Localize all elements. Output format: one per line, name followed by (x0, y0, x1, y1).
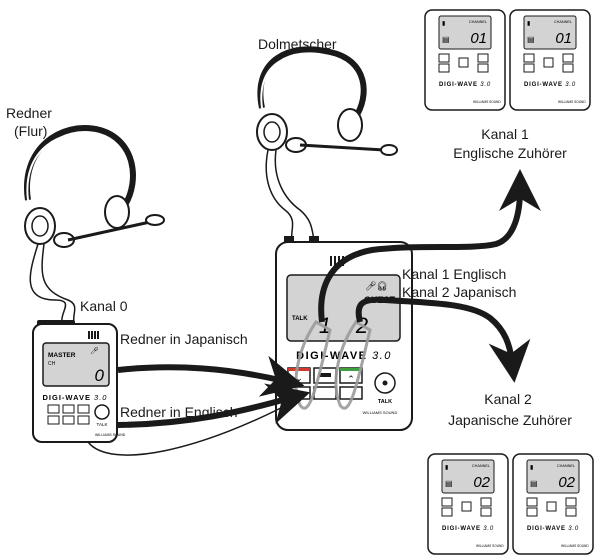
speaker-subtitle: (Flur) (14, 123, 48, 139)
receiver-maker: WILLIAMS SOUND (473, 100, 501, 104)
svg-text:⌃: ⌃ (347, 374, 355, 384)
receiver-channel-value: 01 (555, 30, 572, 47)
receiver-down-button[interactable] (438, 63, 450, 73)
interpreter-talk-indicator: TALK (292, 316, 308, 322)
receiver-vol-up-button[interactable] (565, 497, 577, 507)
receiver-lcd (523, 15, 577, 50)
interpreter-btn-minus[interactable] (313, 386, 337, 400)
receiver-channel-value: 01 (470, 30, 487, 47)
receiver-channel-label: CHANNEL (554, 20, 572, 24)
interpreter-transceiver: 🎤︎🎧︎ GUEST TALK 1 2 DIGI-WAVE 3.0 ⌄ ⌃ TA… (275, 236, 413, 431)
master-brand: DIGI-WAVE 3.0 (43, 393, 108, 402)
receiver-vol-down-button[interactable] (562, 63, 574, 73)
channel1-title: Kanal 1 (481, 126, 529, 142)
speaker-headset (23, 125, 165, 323)
interpreter-brand: DIGI-WAVE 3.0 (296, 350, 392, 362)
master-talk-label: TALK (97, 422, 108, 427)
interpreter-headset (256, 46, 398, 241)
channel0-label: Kanal 0 (80, 298, 128, 314)
mic-icon: 🎤︎ (90, 347, 99, 355)
arrow-channel1-out (318, 169, 541, 323)
receiver-up-button[interactable] (523, 53, 535, 63)
receiver-channel-label: CHANNEL (557, 464, 575, 468)
master-ch-label: CH (48, 361, 56, 367)
receiver-channel-label: CHANNEL (472, 464, 490, 468)
receiver-vol-up-button[interactable] (562, 53, 574, 63)
receiver-channel-value: 02 (558, 474, 575, 491)
receiver-lcd (441, 459, 495, 494)
mic-headphone-icons: 🎤︎🎧︎ (365, 281, 388, 291)
receiver-power-button[interactable] (546, 501, 557, 512)
receiver-up-button[interactable] (526, 497, 538, 507)
interpreter-title: Dolmetscher (258, 36, 337, 52)
receiver-vol-down-button[interactable] (480, 507, 492, 517)
receiver-vol-down-button[interactable] (565, 507, 577, 517)
receiver-vol-up-button[interactable] (480, 497, 492, 507)
master-btn-power[interactable] (47, 415, 60, 425)
receiver-maker: WILLIAMS SOUND (476, 544, 504, 548)
interpreter-talk-label: TALK (378, 399, 392, 405)
receiver-brand: DIGI-WAVE 3.0 (527, 526, 579, 532)
master-channel-digit: 0 (95, 366, 105, 385)
receiver-vol-up-button[interactable] (477, 53, 489, 63)
master-transceiver: MASTER CH 🎤︎ 0 DIGI-WAVE 3.0 TALK WILLIA… (32, 320, 126, 443)
speaker-english-label: Redner in Englisch (120, 404, 238, 420)
receiver-vol-down-button[interactable] (477, 63, 489, 73)
receiver-channel-label: CHANNEL (469, 20, 487, 24)
interpreter-maker: WILLIAMS SOUND (363, 410, 398, 415)
receiver-channel-value: 02 (473, 474, 490, 491)
receiver-power-button[interactable] (543, 57, 554, 68)
battery-icon: ▤ (530, 479, 538, 488)
channel2-title: Kanal 2 (484, 391, 532, 407)
receiver-maker: WILLIAMS SOUND (558, 100, 586, 104)
receiver-lcd (526, 459, 580, 494)
master-btn-mid[interactable] (62, 404, 75, 414)
master-maker: WILLIAMS SOUND (95, 433, 126, 437)
master-cable (87, 397, 301, 456)
signal-bars-icon: ▮ (530, 465, 533, 471)
arrow-speaker-japanese (117, 355, 305, 397)
channel1-subtitle: Englische Zuhörer (453, 145, 567, 161)
battery-icon: ▤ (442, 35, 450, 44)
master-talk-button[interactable] (94, 404, 110, 420)
receiver-brand: DIGI-WAVE 3.0 (442, 526, 494, 532)
master-btn-up[interactable] (77, 404, 90, 414)
arrow-speaker-english (117, 383, 311, 428)
receiver-maker: WILLIAMS SOUND (561, 544, 589, 548)
signal-bars-icon: ▮ (442, 21, 445, 27)
receiver-power-button[interactable] (458, 57, 469, 68)
receiver-up-button[interactable] (441, 497, 453, 507)
channel1-english-label: Kanal 1 Englisch (402, 266, 507, 282)
master-btn-minus[interactable] (62, 415, 75, 425)
signal-bars-icon: ▮ (445, 465, 448, 471)
channel-b-highlight (334, 320, 372, 410)
master-btn-left[interactable] (47, 404, 60, 414)
receiver-down-button[interactable] (441, 507, 453, 517)
master-btn-plus[interactable] (77, 415, 90, 425)
receiver-lcd (438, 15, 492, 50)
channel2-subtitle: Japanische Zuhörer (448, 412, 572, 428)
signal-bars-icon: ▮ (527, 21, 530, 27)
battery-icon: ▤ (527, 35, 535, 44)
channel2-japanese-label: Kanal 2 Japanisch (402, 284, 517, 300)
receiver-down-button[interactable] (526, 507, 538, 517)
arrow-channel2-out (355, 296, 531, 383)
receiver-down-button[interactable] (523, 63, 535, 73)
receiver-up-button[interactable] (438, 53, 450, 63)
speaker-title: Redner (6, 105, 52, 121)
master-mode: MASTER (48, 352, 76, 359)
master-lcd (42, 342, 110, 387)
speaker-japanese-label: Redner in Japanisch (120, 331, 248, 347)
receiver-brand: DIGI-WAVE 3.0 (439, 82, 491, 88)
receiver-brand: DIGI-WAVE 3.0 (524, 82, 576, 88)
battery-icon: ▤ (445, 479, 453, 488)
receiver-power-button[interactable] (461, 501, 472, 512)
